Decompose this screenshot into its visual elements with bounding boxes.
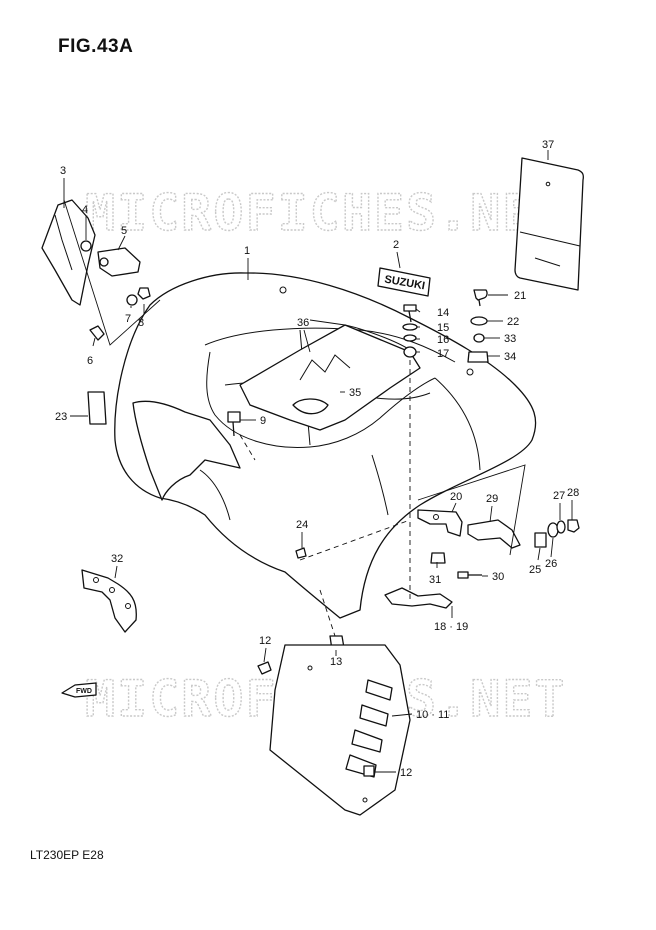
callout-2: 2 (393, 239, 399, 251)
bolt-24 (295, 547, 307, 559)
callout-36: 36 (297, 317, 309, 329)
callout-12-lower: 12 (400, 767, 412, 779)
callout-14: 14 (437, 307, 449, 319)
watermark-top: MICROFICHES.NET (85, 184, 567, 242)
callout-22: 22 (507, 316, 519, 328)
callout-4: 4 (82, 204, 88, 216)
bolt-30 (457, 571, 482, 579)
pad-23 (87, 391, 107, 425)
callout-34: 34 (504, 351, 516, 363)
callout-17: 17 (437, 348, 449, 360)
nut-33 (473, 333, 485, 343)
callout-1: 1 (244, 245, 250, 257)
nut-31 (430, 552, 446, 564)
bolt-14 (403, 304, 417, 323)
emblem: SUZUKI (377, 267, 431, 297)
callout-18-19: 18 · 19 (434, 621, 468, 633)
callout-12-upper: 12 (259, 635, 271, 647)
washer-27 (556, 520, 566, 534)
screw-12-lower (363, 765, 375, 777)
washer-16 (403, 334, 417, 342)
bolt-21 (473, 289, 488, 307)
collar-25 (534, 532, 547, 548)
nut-28 (567, 519, 580, 533)
callout-31: 31 (429, 574, 441, 586)
bracket-18-19 (384, 587, 453, 609)
side-cover (41, 199, 96, 306)
callout-25: 25 (529, 564, 541, 576)
callout-21: 21 (514, 290, 526, 302)
callout-35: 35 (349, 387, 361, 399)
callout-5: 5 (121, 225, 127, 237)
bolt-6 (89, 325, 105, 341)
callout-6: 6 (87, 355, 93, 367)
washer-15 (402, 323, 418, 331)
inner-splash-guard (132, 400, 241, 501)
callout-8: 8 (138, 317, 144, 329)
screw-12-upper (257, 661, 272, 675)
callout-28: 28 (567, 487, 579, 499)
side-bracket (97, 247, 141, 277)
callout-20: 20 (450, 491, 462, 503)
washer-7 (126, 294, 138, 306)
callout-16: 16 (437, 334, 449, 346)
callout-10-11: 10 · 11 (416, 709, 449, 721)
callout-7: 7 (125, 313, 131, 325)
callout-24: 24 (296, 519, 308, 531)
washer-22 (470, 316, 488, 326)
callout-labels: 1 2 3 4 5 6 7 8 9 10 · 11 12 12 13 14 15… (55, 139, 579, 779)
callout-33: 33 (504, 333, 516, 345)
fwd-arrow-icon: FWD (61, 682, 97, 698)
figure-title: FIG.43A (58, 36, 134, 57)
bracket-32 (81, 569, 137, 633)
mud-flap (269, 644, 411, 816)
callout-3: 3 (60, 165, 66, 177)
bolt-9 (227, 411, 241, 437)
callout-13: 13 (330, 656, 342, 668)
reflector-plate (514, 157, 584, 291)
cushion-17 (403, 346, 417, 358)
model-code: LT230EP E28 (30, 848, 104, 862)
callout-30: 30 (492, 571, 504, 583)
bracket-29 (467, 519, 521, 549)
callout-23: 23 (55, 411, 67, 423)
grommet (80, 240, 92, 252)
callout-15: 15 (437, 322, 449, 334)
callout-32: 32 (111, 553, 123, 565)
callout-9: 9 (260, 415, 266, 427)
washer-26 (547, 522, 559, 538)
bracket-20 (417, 509, 463, 537)
callout-27: 27 (553, 490, 565, 502)
callout-29: 29 (486, 493, 498, 505)
callout-26: 26 (545, 558, 557, 570)
fwd-label: FWD (76, 688, 92, 695)
nut-8 (137, 287, 151, 300)
callout-37: 37 (542, 139, 554, 151)
leader-lines (63, 150, 573, 773)
fender-tray (239, 324, 421, 431)
cushion-34 (467, 351, 489, 363)
